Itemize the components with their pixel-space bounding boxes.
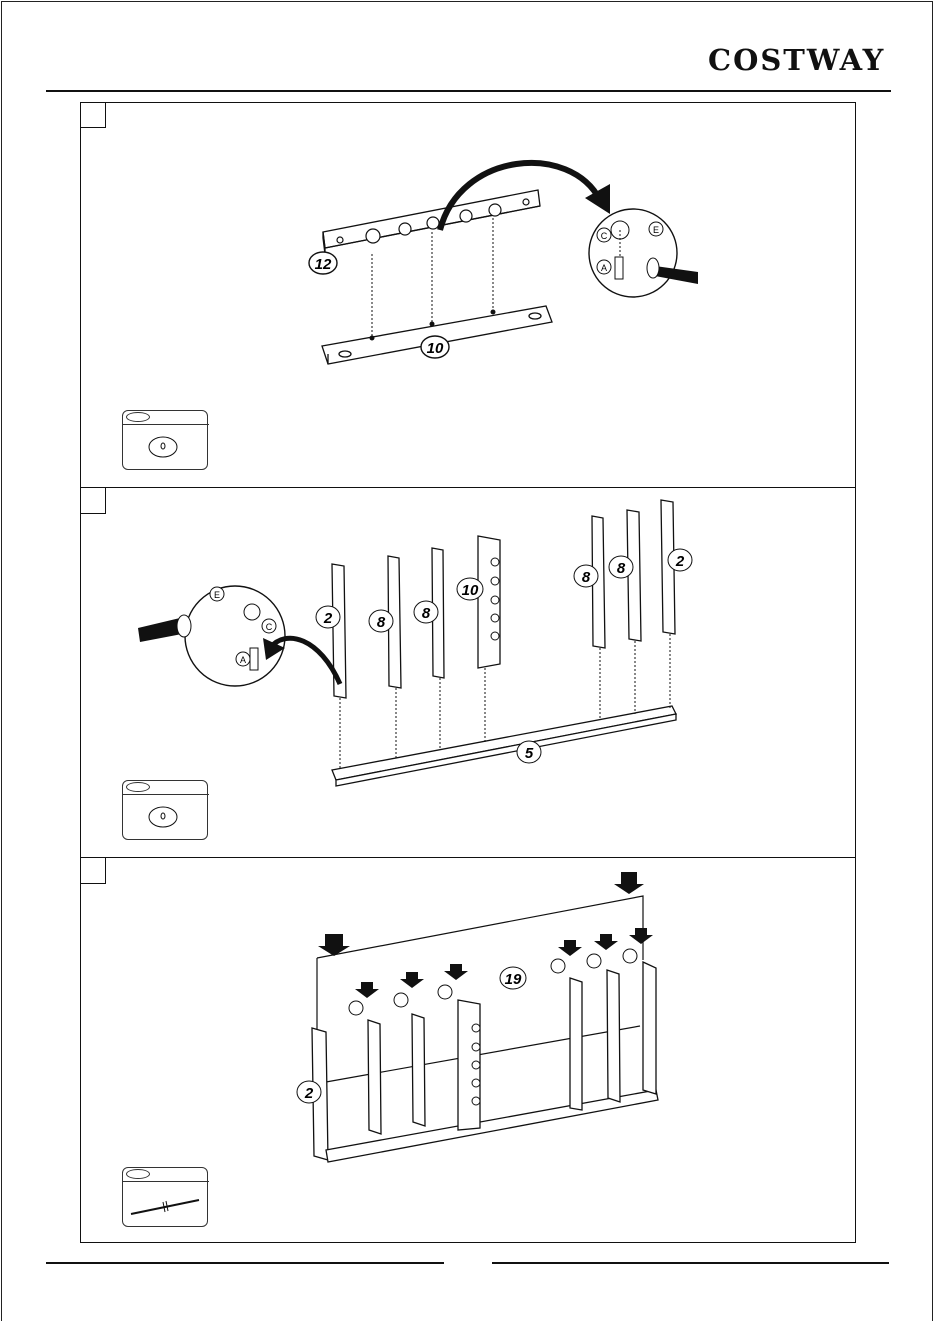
footer-divider-right — [492, 1262, 889, 1264]
svg-text:8: 8 — [422, 605, 431, 622]
svg-text:A: A — [240, 655, 246, 665]
svg-text:10: 10 — [462, 582, 479, 599]
footer-divider-left — [46, 1262, 444, 1264]
step-2-panel: 2 8 8 10 8 8 2 5 A C E — [80, 488, 856, 858]
part-callout-8-b: 8 — [414, 601, 438, 623]
step-3-hardware-legend — [122, 1167, 208, 1227]
svg-text:A: A — [601, 263, 607, 273]
svg-text:E: E — [653, 225, 659, 235]
brand-logo: COSTWAY — [708, 40, 893, 80]
vertical-panels — [332, 500, 675, 698]
part-callout-10: 10 — [421, 336, 449, 358]
hardware-label-a: A — [597, 260, 611, 274]
step-3-panel: 19 2 — [80, 858, 856, 1243]
part-callout-8-a: 8 — [369, 610, 393, 632]
part-callout-8-c: 8 — [574, 565, 598, 587]
step-2-hardware-legend — [122, 780, 208, 840]
detail-zoom — [589, 209, 698, 297]
part-callout-5: 5 — [517, 741, 541, 763]
svg-text:5: 5 — [525, 745, 534, 762]
svg-text:C: C — [601, 231, 608, 241]
detail-zoom — [138, 586, 340, 686]
hardware-label-c: C — [597, 228, 611, 242]
svg-text:2: 2 — [675, 553, 685, 570]
panel-5 — [332, 706, 676, 786]
svg-text:2: 2 — [304, 1085, 314, 1102]
svg-text:E: E — [214, 590, 220, 600]
part-callout-10: 10 — [457, 578, 483, 600]
screw-position-circles — [349, 949, 637, 1015]
svg-text:19: 19 — [505, 971, 522, 988]
hardware-label-e: E — [649, 222, 663, 236]
hardware-label-a: A — [236, 652, 250, 666]
legend-label — [126, 412, 150, 422]
svg-text:10: 10 — [427, 340, 444, 357]
part-callout-8-d: 8 — [609, 556, 633, 578]
svg-text:2: 2 — [323, 610, 333, 627]
part-callout-2-left: 2 — [316, 606, 340, 628]
svg-text:8: 8 — [617, 560, 626, 577]
legend-label — [126, 1169, 150, 1179]
cam-lock-icon — [123, 425, 209, 471]
svg-text:12: 12 — [315, 256, 332, 273]
part-callout-2-right: 2 — [668, 549, 692, 571]
legend-label — [126, 782, 150, 792]
svg-text:8: 8 — [377, 614, 386, 631]
svg-text:C: C — [266, 622, 273, 632]
step-1-hardware-legend — [122, 410, 208, 470]
svg-text:8: 8 — [582, 569, 591, 586]
cam-lock-icon — [123, 795, 209, 841]
part-callout-19: 19 — [500, 967, 526, 989]
part-callout-2: 2 — [297, 1081, 321, 1103]
hardware-label-e: E — [210, 587, 224, 601]
nail-icon — [123, 1182, 209, 1228]
header-divider — [46, 90, 891, 92]
hardware-label-c: C — [262, 619, 276, 633]
step-1-panel: 12 10 A C E — [80, 102, 856, 488]
push-arrows — [318, 872, 653, 998]
part-callout-12: 12 — [309, 252, 337, 274]
